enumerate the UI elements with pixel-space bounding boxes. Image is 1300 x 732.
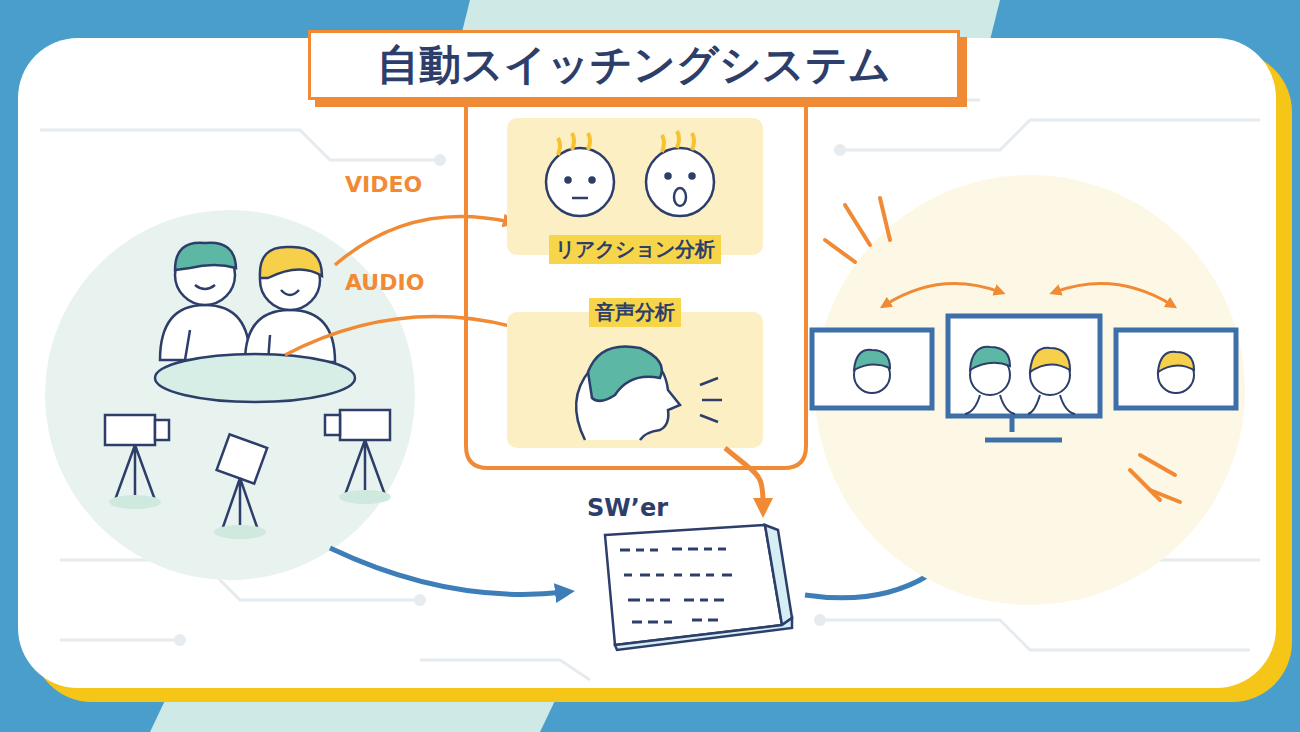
node-label: 音声分析 [589,298,681,327]
monitor-faces [854,347,1194,414]
signal-label: VIDEO [345,172,422,197]
speaking-head [576,346,722,440]
analysis-bracket [466,100,806,468]
switcher-box: SW’er [585,494,795,654]
switch-arrow [1055,284,1172,305]
node-label: リアクション分析 [549,235,721,264]
audio-arrow [285,317,540,355]
output-ground [815,175,1245,605]
desk [155,354,355,402]
title-text: 自動スイッチングシステム [377,37,891,93]
faces [546,131,714,216]
studio-ground [45,210,415,580]
cameras [105,410,391,539]
flow-arrow [725,448,763,508]
switch-arrow [885,284,1000,305]
switcher-device [605,525,792,650]
panel [18,38,1276,688]
analysis-box: リアクション分析 [507,118,763,264]
monitor-screens [812,316,1236,440]
node-label: SW’er [587,494,668,522]
analysis-box: 音声分析 [507,298,763,448]
video-arrow [335,216,510,265]
diagram-title: 自動スイッチングシステム [308,30,960,100]
audio-panel [507,312,763,448]
signal-label: AUDIO [345,270,424,295]
circuit-lines [40,100,1260,680]
feed-arrow [330,548,565,594]
